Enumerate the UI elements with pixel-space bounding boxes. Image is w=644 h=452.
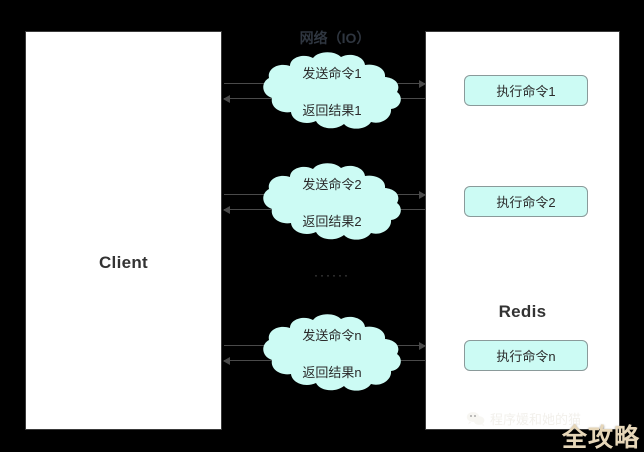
cloud-request-label-2: 发送命令2	[302, 177, 362, 192]
watermark: 程序媛和她的猫	[466, 409, 581, 428]
cloud-response-label-2: 返回结果2	[302, 214, 362, 229]
arrow-head-left-icon	[223, 94, 230, 103]
cloud-shape-icon	[263, 52, 401, 129]
response-arrow-2	[223, 205, 425, 214]
client-panel-label: Client	[98, 253, 149, 272]
cloud-request-label-n: 发送命令n	[302, 328, 362, 343]
redis-panel-label: Redis	[498, 302, 547, 321]
server-command-chip-2: 执行命令2	[464, 186, 588, 217]
request-arrow-n	[224, 341, 426, 350]
client-panel: Client	[25, 31, 222, 430]
cloud-response-label-1: 返回结果1	[302, 103, 362, 118]
cloud-shape-icon	[263, 314, 401, 391]
watermark-overlay-text: 全攻略	[562, 424, 641, 452]
arrow-head-right-icon	[419, 190, 426, 199]
network-cloud-2: 发送命令2 返回结果2	[262, 163, 402, 241]
network-io-label: 网络（IO）	[299, 30, 371, 46]
server-command-label-n: 执行命令n	[496, 349, 556, 364]
arrow-head-left-icon	[223, 356, 230, 365]
wechat-icon	[466, 411, 485, 426]
request-arrow-1	[224, 79, 426, 88]
arrow-head-right-icon	[419, 341, 426, 350]
request-arrow-2	[224, 190, 426, 199]
arrow-head-left-icon	[223, 205, 230, 214]
response-arrow-1	[223, 94, 425, 103]
arrow-head-right-icon	[419, 79, 426, 88]
watermark-account-name: 程序媛和她的猫	[490, 412, 582, 427]
server-command-chip-1: 执行命令1	[464, 75, 588, 106]
server-command-chip-n: 执行命令n	[464, 340, 588, 371]
server-command-label-1: 执行命令1	[496, 84, 556, 99]
wechat-glyph	[466, 412, 485, 426]
cloud-response-label-n: 返回结果n	[302, 365, 362, 380]
response-arrow-n	[223, 356, 425, 365]
cloud-request-label-1: 发送命令1	[302, 66, 362, 81]
network-cloud-n: 发送命令n 返回结果n	[262, 314, 402, 392]
ellipsis-separator: ······	[314, 268, 350, 282]
network-cloud-1: 发送命令1 返回结果1	[262, 52, 402, 130]
cloud-shape-icon	[263, 163, 401, 240]
server-command-label-2: 执行命令2	[496, 195, 556, 210]
